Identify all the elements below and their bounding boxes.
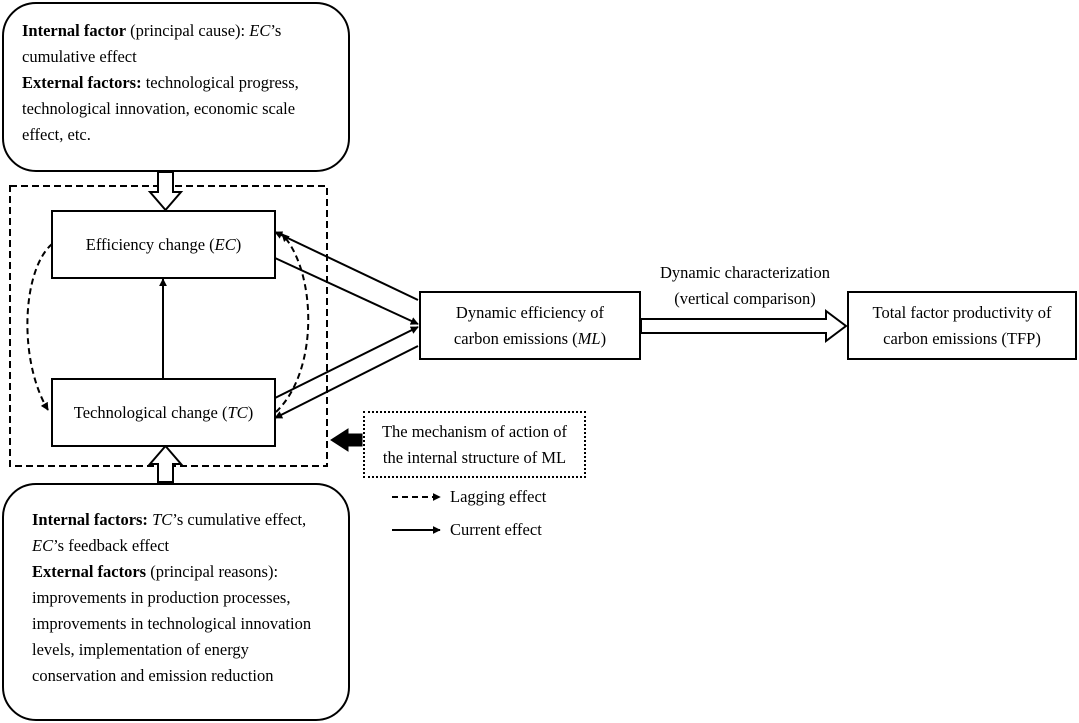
bottom-line-1: Internal factors: TC’s cumulative effect…: [32, 510, 307, 529]
bottom-line-5: improvements in technological innovation: [32, 614, 312, 633]
ml-to-ec-arrow: [274, 231, 419, 301]
hollow-arrow-down: [147, 171, 184, 212]
mechanism-box: The mechanism of action of the internal …: [363, 411, 586, 478]
lagging-curve-right: [275, 233, 310, 413]
efficiency-change-box: Efficiency change (EC): [51, 210, 276, 279]
top-line-3: External factors: technological progress…: [22, 73, 299, 92]
dynamic-efficiency-box: Dynamic efficiency of carbon emissions (…: [419, 291, 641, 360]
tfp-box: Total factor productivity of carbon emis…: [847, 291, 1077, 360]
bottom-line-2: EC’s feedback effect: [32, 536, 170, 555]
hollow-arrow-up: [147, 444, 184, 483]
bottom-line-6: levels, implementation of energy: [32, 640, 249, 659]
top-line-5: effect, etc.: [22, 125, 91, 144]
top-factors-box: Internal factor (principal cause): EC’s …: [2, 2, 350, 172]
ec-to-ml-arrow: [274, 257, 419, 325]
lagging-curve-left: [26, 243, 53, 411]
bottom-line-4: improvements in production processes,: [32, 588, 291, 607]
top-line-1: Internal factor (principal cause): EC’s: [22, 21, 282, 40]
legend-current-label: Current effect: [450, 520, 542, 539]
mechanism-arrow: [330, 428, 363, 452]
bottom-factors-box: Internal factors: TC’s cumulative effect…: [2, 483, 350, 721]
tc-to-ml-arrow: [274, 326, 419, 399]
top-line-4: technological innovation, economic scale: [22, 99, 296, 118]
bottom-line-7: conservation and emission reduction: [32, 666, 274, 685]
top-line-2: cumulative effect: [22, 47, 137, 66]
legend-lagging-label: Lagging effect: [450, 487, 547, 506]
bottom-line-3: External factors (principal reasons):: [32, 562, 279, 581]
technological-change-box: Technological change (TC): [51, 378, 276, 447]
hollow-arrow-right: [640, 309, 848, 343]
dynamic-characterization-label: Dynamic characterization (vertical compa…: [660, 263, 830, 308]
ml-to-tc-arrow: [274, 345, 419, 419]
